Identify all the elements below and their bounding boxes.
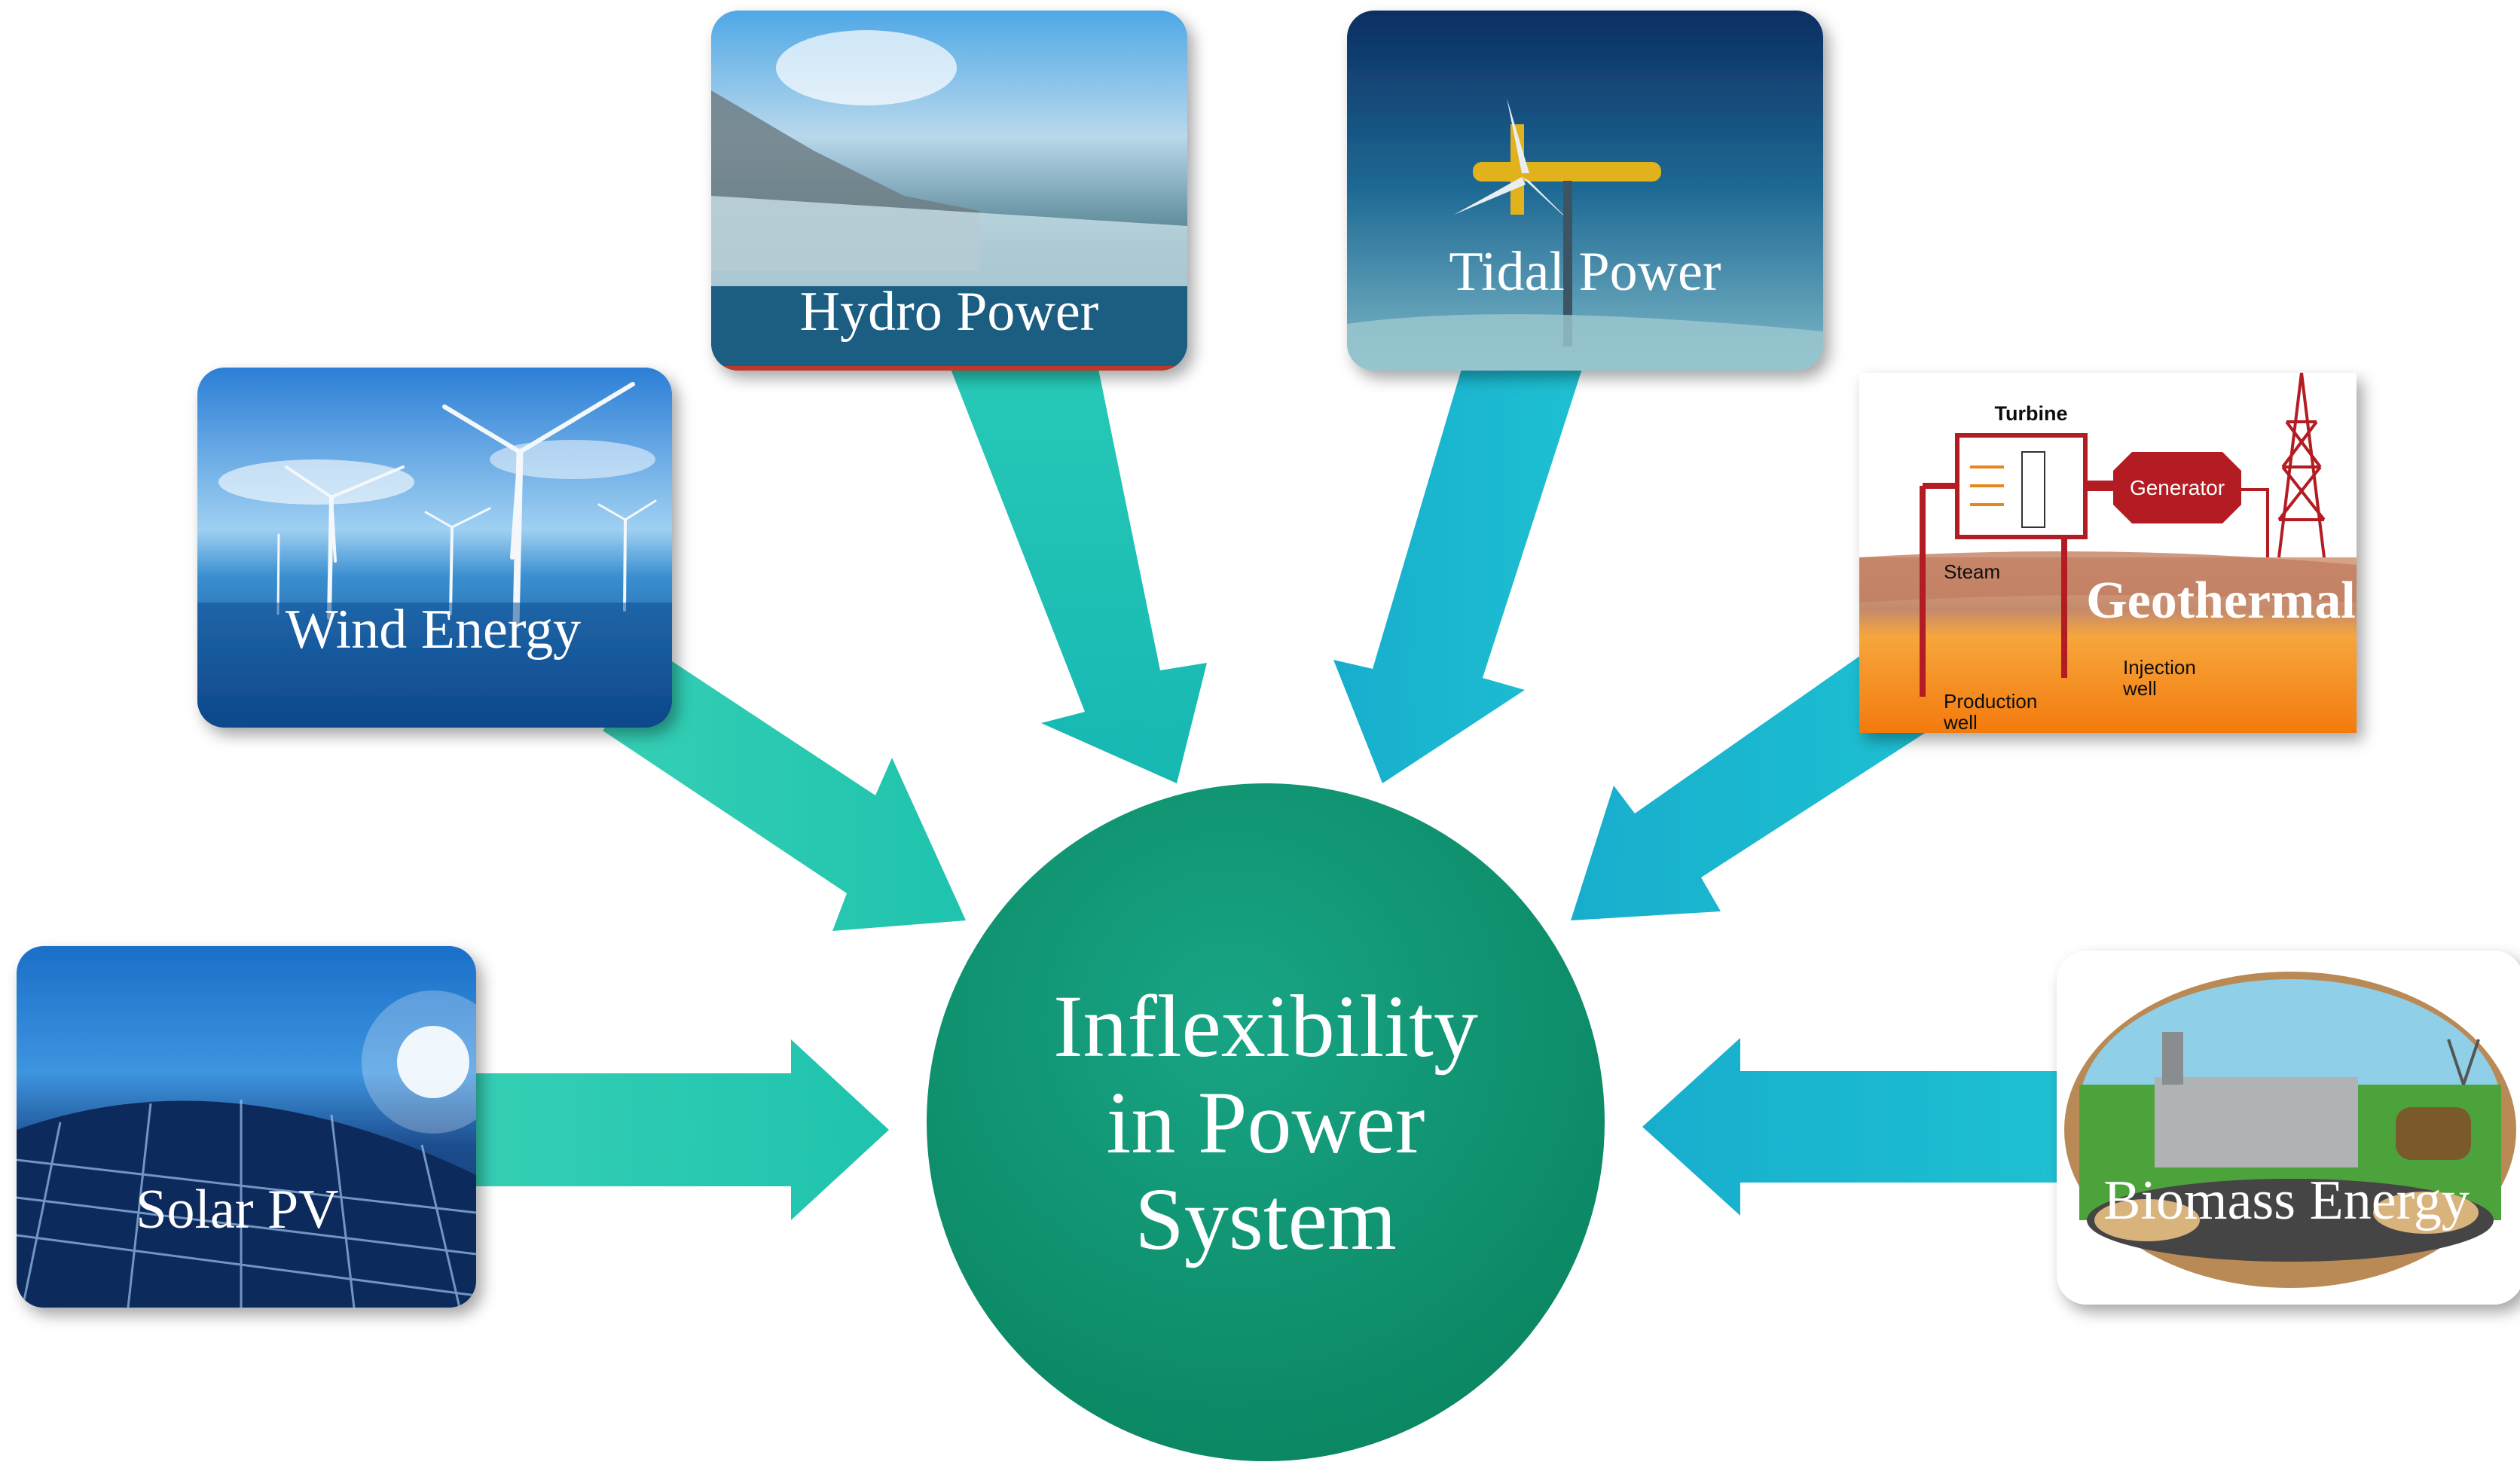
solar-panel-icon <box>17 1100 476 1308</box>
arrow-biomass <box>1642 1038 2057 1216</box>
wind-energy-label: Wind Energy <box>286 599 581 661</box>
geothermal-label: Geothermal <box>2086 572 2356 630</box>
wind-energy-card: Wind Energy <box>197 368 672 728</box>
arrow-tidal <box>1333 369 1582 783</box>
arrow-solar <box>475 1039 889 1220</box>
production-well-label-1: Production <box>1944 690 2037 713</box>
steam-label: Steam <box>1944 560 2000 583</box>
hydro-power-label: Hydro Power <box>800 281 1099 343</box>
generator-icon <box>2113 452 2241 523</box>
wind-turbine-icon <box>276 382 657 629</box>
center-title-line3: System <box>1135 1170 1397 1268</box>
biomass-energy-card: Biomass Energy <box>2057 951 2520 1305</box>
injection-well-label-2: well <box>2122 677 2157 700</box>
center-node: Inflexibility in Power System <box>927 783 1605 1461</box>
turbine-label: Turbine <box>1995 402 2068 425</box>
solar-pv-label: Solar PV <box>136 1179 338 1241</box>
geothermal-card: Generator Turbine Steam Geothermal Produ… <box>1859 372 2357 734</box>
arrow-hydro <box>951 369 1207 783</box>
power-tower-icon <box>2241 372 2326 558</box>
factory-icon <box>2155 1077 2358 1167</box>
production-well-label-2: well <box>1943 711 1978 734</box>
digester-icon <box>2396 1107 2471 1160</box>
hydro-power-card: Hydro Power <box>711 11 1187 371</box>
arrow-geothermal <box>1571 655 1929 920</box>
solar-pv-card: Solar PV <box>17 946 476 1308</box>
tidal-power-card: Tidal Power <box>1347 11 1823 371</box>
biomass-energy-label: Biomass Energy <box>2103 1170 2470 1231</box>
injection-well-label-1: Injection <box>2123 656 2196 679</box>
generator-label: Generator <box>2130 476 2225 499</box>
center-title-line1: Inflexibility <box>1053 977 1478 1076</box>
center-title-line2: in Power <box>1107 1073 1425 1172</box>
tidal-turbine-icon <box>1454 98 1661 346</box>
arrow-wind <box>603 655 966 931</box>
tidal-power-label: Tidal Power <box>1449 241 1721 303</box>
